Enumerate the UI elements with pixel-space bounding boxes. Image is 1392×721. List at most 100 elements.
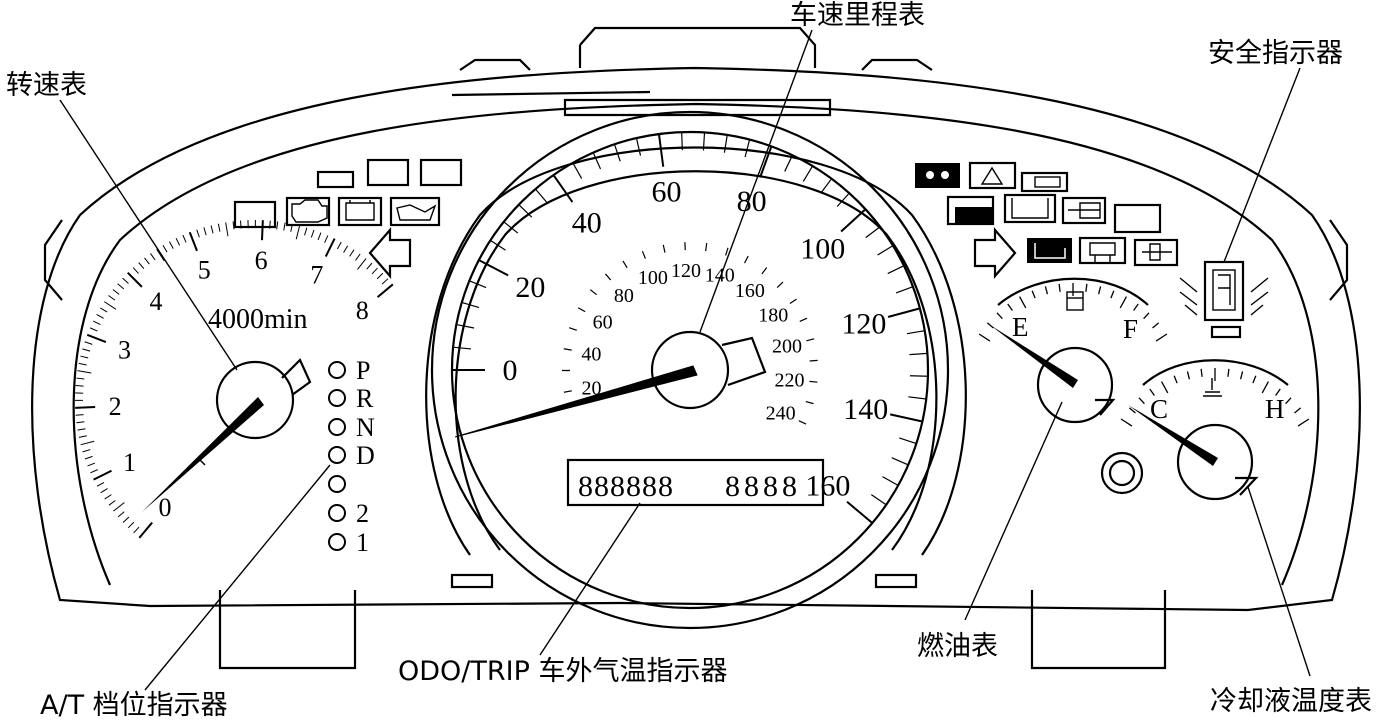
tachometer-tick [132, 267, 139, 274]
tachometer-tick [260, 220, 264, 241]
tachometer-tick [376, 283, 394, 298]
tachometer-tick [127, 521, 135, 529]
coolant-hot-label: H [1265, 394, 1285, 424]
tachometer-tick [127, 272, 143, 288]
engine-icon [291, 199, 328, 223]
speedometer-inner-tick [662, 244, 666, 253]
speedometer-tick [503, 221, 519, 234]
speedometer-tick [870, 494, 887, 506]
leader-lines [59, 29, 1311, 691]
speedometer-tick [572, 162, 583, 179]
gear-label: N [356, 413, 375, 442]
gauge-tick [1133, 303, 1139, 311]
speedometer-tick [840, 208, 867, 233]
speedometer-inner-tick [563, 348, 572, 351]
speedometer-tick [891, 457, 909, 466]
fuel-pump-icon [1066, 291, 1084, 311]
tachometer-tick [117, 283, 125, 290]
tachometer-tick [304, 227, 308, 236]
gauge-tick [1160, 381, 1169, 394]
at-indicator-callout: A/T 档位指示器 [40, 690, 228, 721]
gear-label: D [356, 441, 375, 470]
speedometer-tick [895, 286, 914, 294]
speedometer-inner-tick-label: 40 [581, 343, 601, 365]
safety-indicator [1179, 260, 1269, 339]
gauge-tick [1110, 290, 1115, 299]
tachometer-tick [144, 257, 150, 265]
tachometer-tick [133, 526, 140, 534]
tachometer-tick [93, 469, 112, 481]
tachometer-tick [162, 245, 168, 253]
speedometer-inner-tick-label: 100 [638, 267, 668, 289]
tachometer-tick [138, 521, 153, 539]
tachometer-tick [324, 235, 329, 243]
speedometer-tick [759, 146, 773, 178]
speedometer-tick [784, 154, 794, 172]
gauge-tick [1285, 397, 1292, 405]
fuel-gauge: E F [978, 277, 1168, 424]
speedometer-inner-tick [563, 390, 572, 393]
speedometer-inner-tick-label: 60 [593, 311, 613, 333]
safety-indicator-callout: 安全指示器 [1208, 38, 1343, 69]
tachometer-tick [169, 241, 174, 249]
speedometer-inner-tick [569, 327, 577, 331]
tachometer-tick [103, 301, 117, 310]
coolant-temperature-gauge: C H [1120, 359, 1310, 501]
speedometer-inner-tick [641, 250, 646, 259]
tachometer-tick [175, 237, 181, 246]
gear-label: 1 [356, 528, 369, 557]
speedometer-inner-tick-label: 200 [772, 336, 802, 358]
gauge-tick [986, 322, 994, 329]
gauge-tick [1261, 381, 1270, 394]
tachometer-tick [108, 295, 116, 301]
speedometer-inner-tick-label: 140 [705, 265, 735, 287]
gear-lamp [328, 504, 346, 522]
tachometer-tick [82, 348, 91, 352]
trip-reset-knob[interactable] [1100, 451, 1144, 495]
tachometer-tick [150, 253, 156, 261]
speedometer-tick-label: 60 [652, 176, 682, 209]
tachometer-tick [196, 229, 200, 238]
gauge-tick [1149, 388, 1155, 396]
tachometer-unit: 4000min [208, 304, 308, 335]
speedometer-tick [456, 323, 475, 329]
gear-lamp [328, 361, 346, 379]
speedometer-tick [887, 265, 905, 275]
tachometer-tick [188, 231, 198, 252]
speedometer-inner-tick [604, 273, 612, 281]
speedometer-inner-tick [776, 281, 784, 288]
speedometer-tick [635, 137, 642, 156]
speedometer-tick-label: 20 [515, 271, 545, 304]
tachometer-tick [122, 277, 129, 284]
gauge-tick [1155, 333, 1168, 342]
speedometer-inner-tick [809, 359, 818, 362]
speedometer-tick [592, 152, 602, 170]
oil-can-icon [396, 204, 437, 221]
gauge-tick [1097, 286, 1102, 295]
fuel-full-label: F [1123, 314, 1138, 344]
gauge-tick [1119, 296, 1128, 309]
tachometer-tick [75, 414, 84, 416]
speedometer-inner-tick-label: 80 [614, 285, 634, 307]
speedometer-inner-tick [589, 289, 597, 296]
tachometer-tick [89, 327, 98, 332]
tachometer-tick [182, 234, 187, 243]
tachometer-tick-label: 0 [159, 493, 172, 522]
tachometer-tick [381, 278, 389, 285]
speedometer-tick [702, 132, 706, 151]
tachometer-tick [78, 362, 87, 366]
speedometer-tick-label: 80 [737, 185, 767, 218]
gauge-tick [1120, 418, 1133, 427]
tachometer-tick [336, 241, 342, 250]
coolant-needle [1128, 405, 1218, 466]
gauge-tick [1018, 296, 1027, 309]
odo-trip-callout: ODO/TRIP 车外气温指示器 [398, 656, 727, 687]
tachometer-tick [357, 258, 367, 270]
tachometer-tick [75, 384, 84, 387]
speedometer-inner-tick-label: 160 [735, 280, 765, 302]
tachometer-tick [217, 223, 221, 232]
speedometer-inner-tick [789, 298, 797, 305]
